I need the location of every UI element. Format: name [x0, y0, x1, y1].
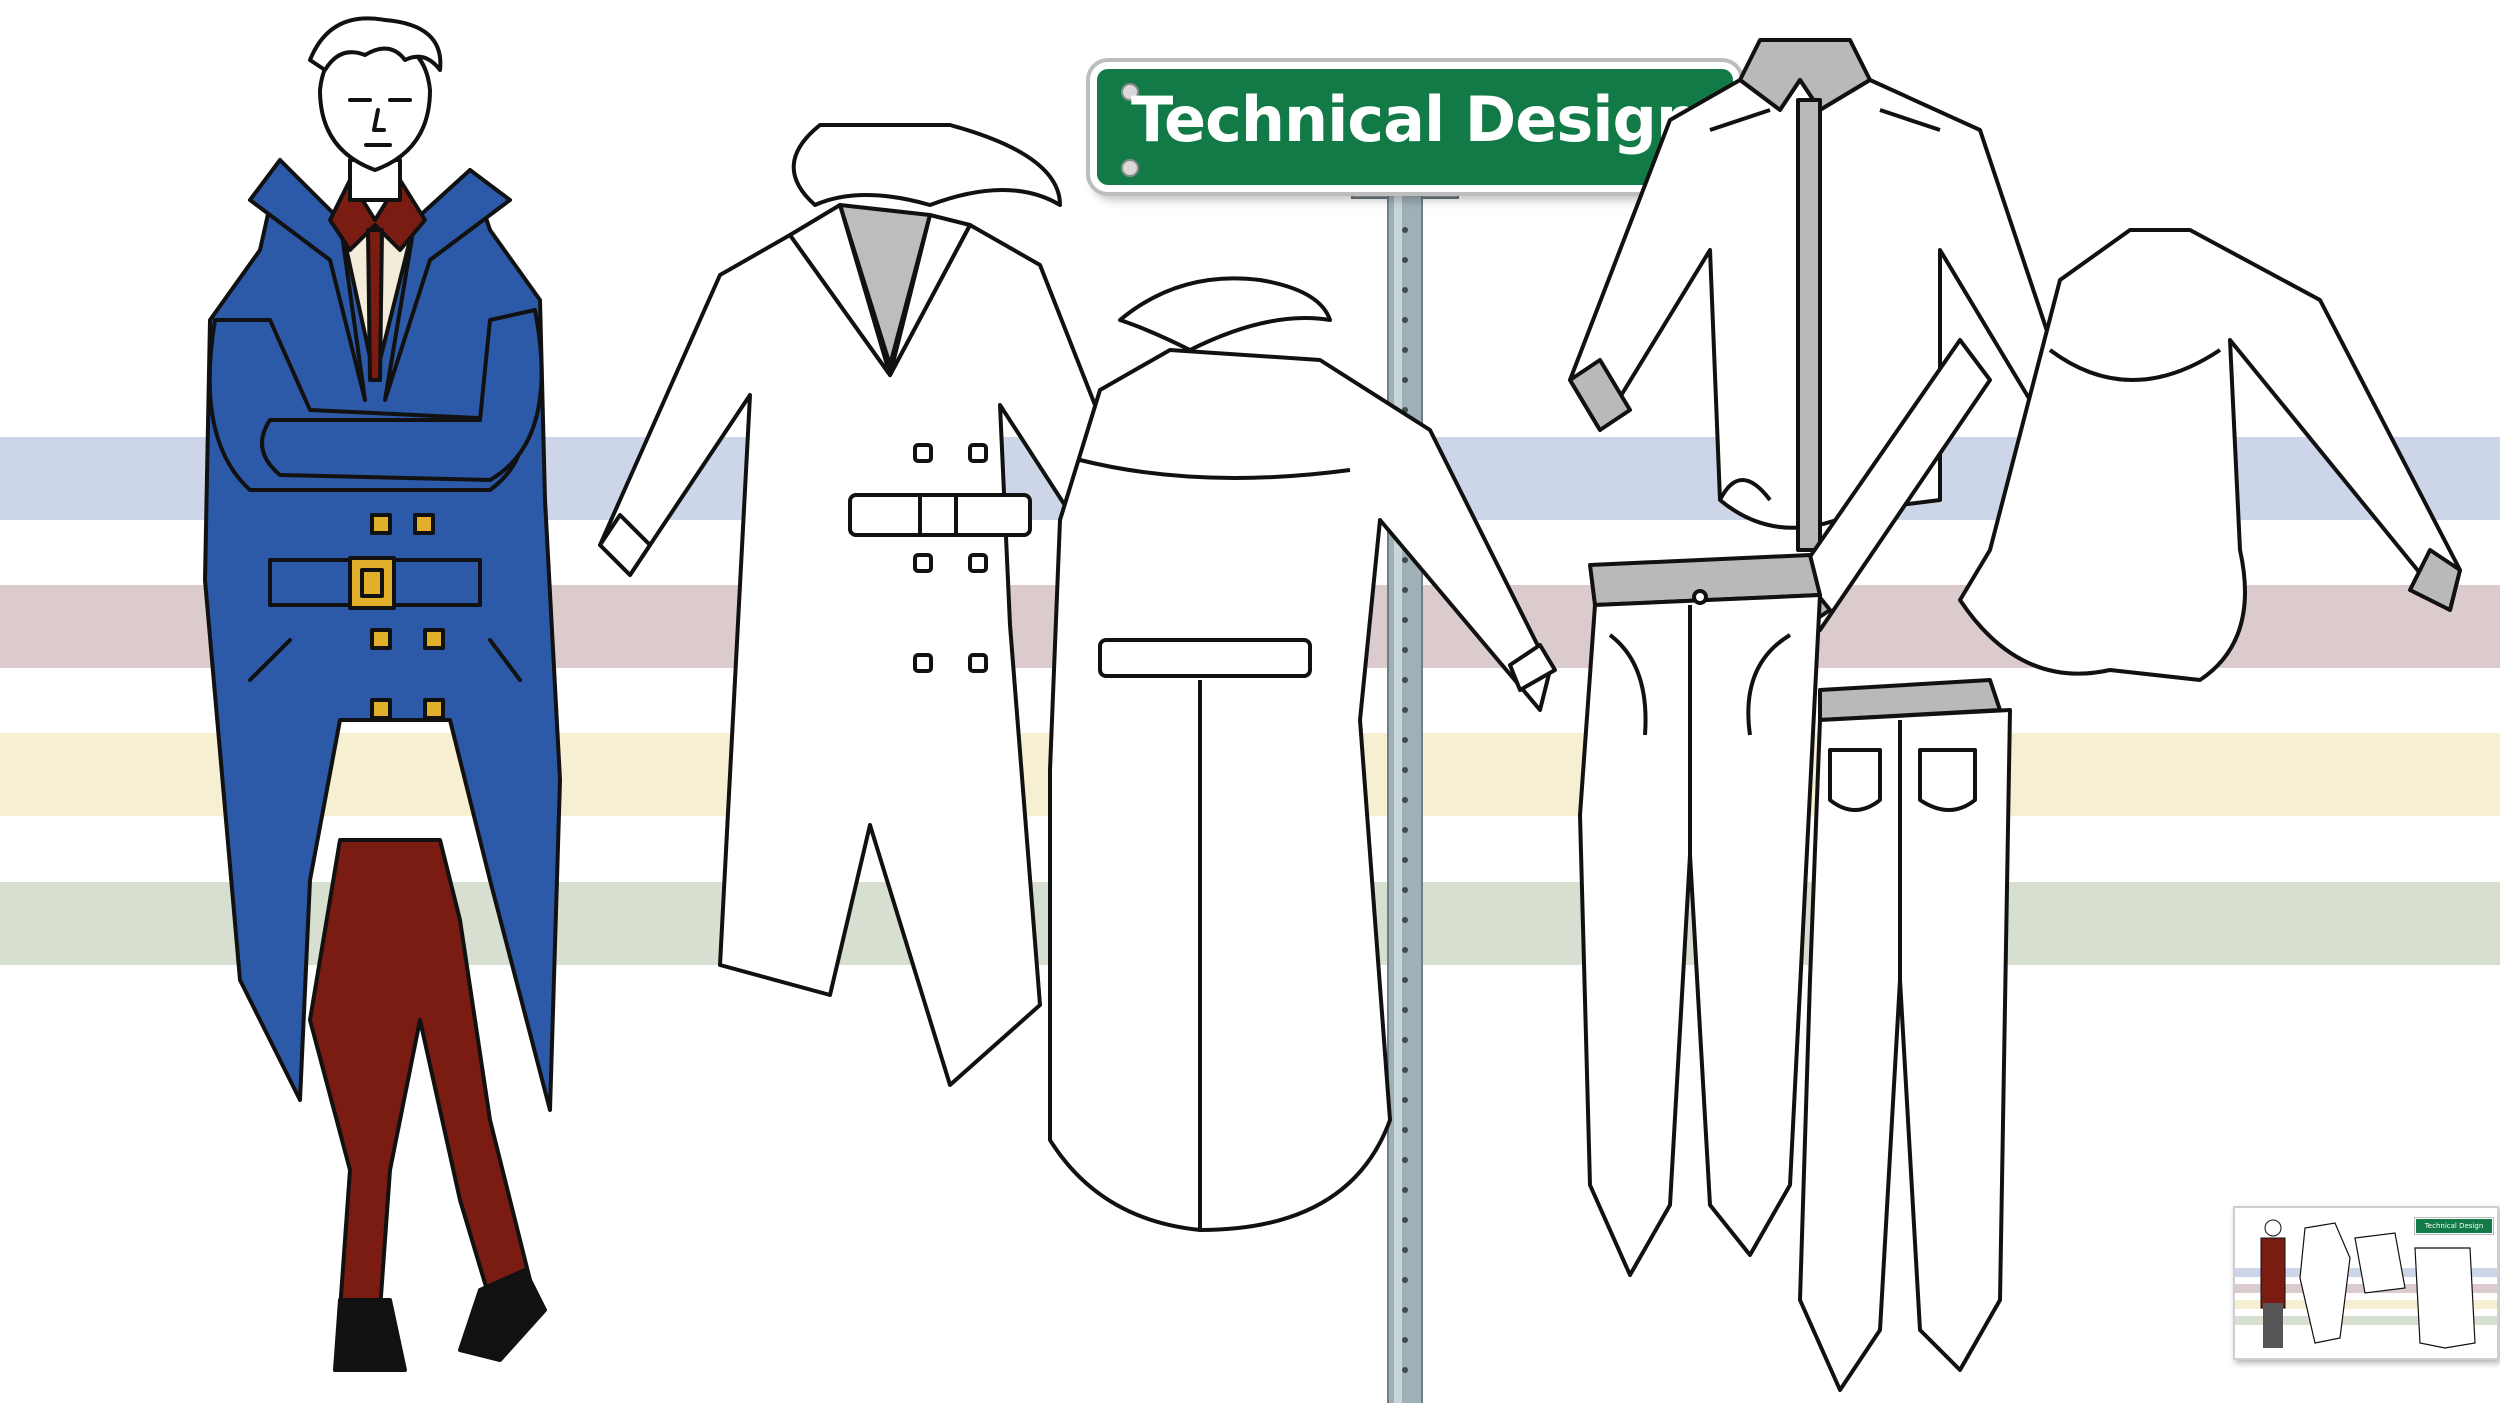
fashion-figure-illustration	[203, 16, 562, 1372]
street-sign-icon: Technical Design	[1090, 62, 1740, 192]
thumb-figure	[2260, 1219, 2286, 1348]
thumb-sign-title: Technical Design	[2415, 1218, 2493, 1234]
thumb-stripe-green	[2235, 1316, 2497, 1325]
trench-coat-front-flat	[598, 123, 1152, 1087]
trench-coat-back-flat	[1048, 276, 1557, 1232]
thumb-stripe-yellow	[2235, 1300, 2497, 1309]
sign-rivet-top	[1121, 83, 1139, 101]
trousers-back-flat	[1798, 678, 2012, 1392]
sign-rivet-bottom	[1121, 159, 1139, 177]
thumb-garments	[2299, 1222, 2476, 1349]
sign-title: Technical Design	[1130, 83, 1700, 156]
shirt-back-flat	[1758, 228, 2462, 682]
slide-thumbnail[interactable]: Technical Design	[2233, 1206, 2499, 1360]
trousers-front-flat	[1578, 553, 1822, 1277]
